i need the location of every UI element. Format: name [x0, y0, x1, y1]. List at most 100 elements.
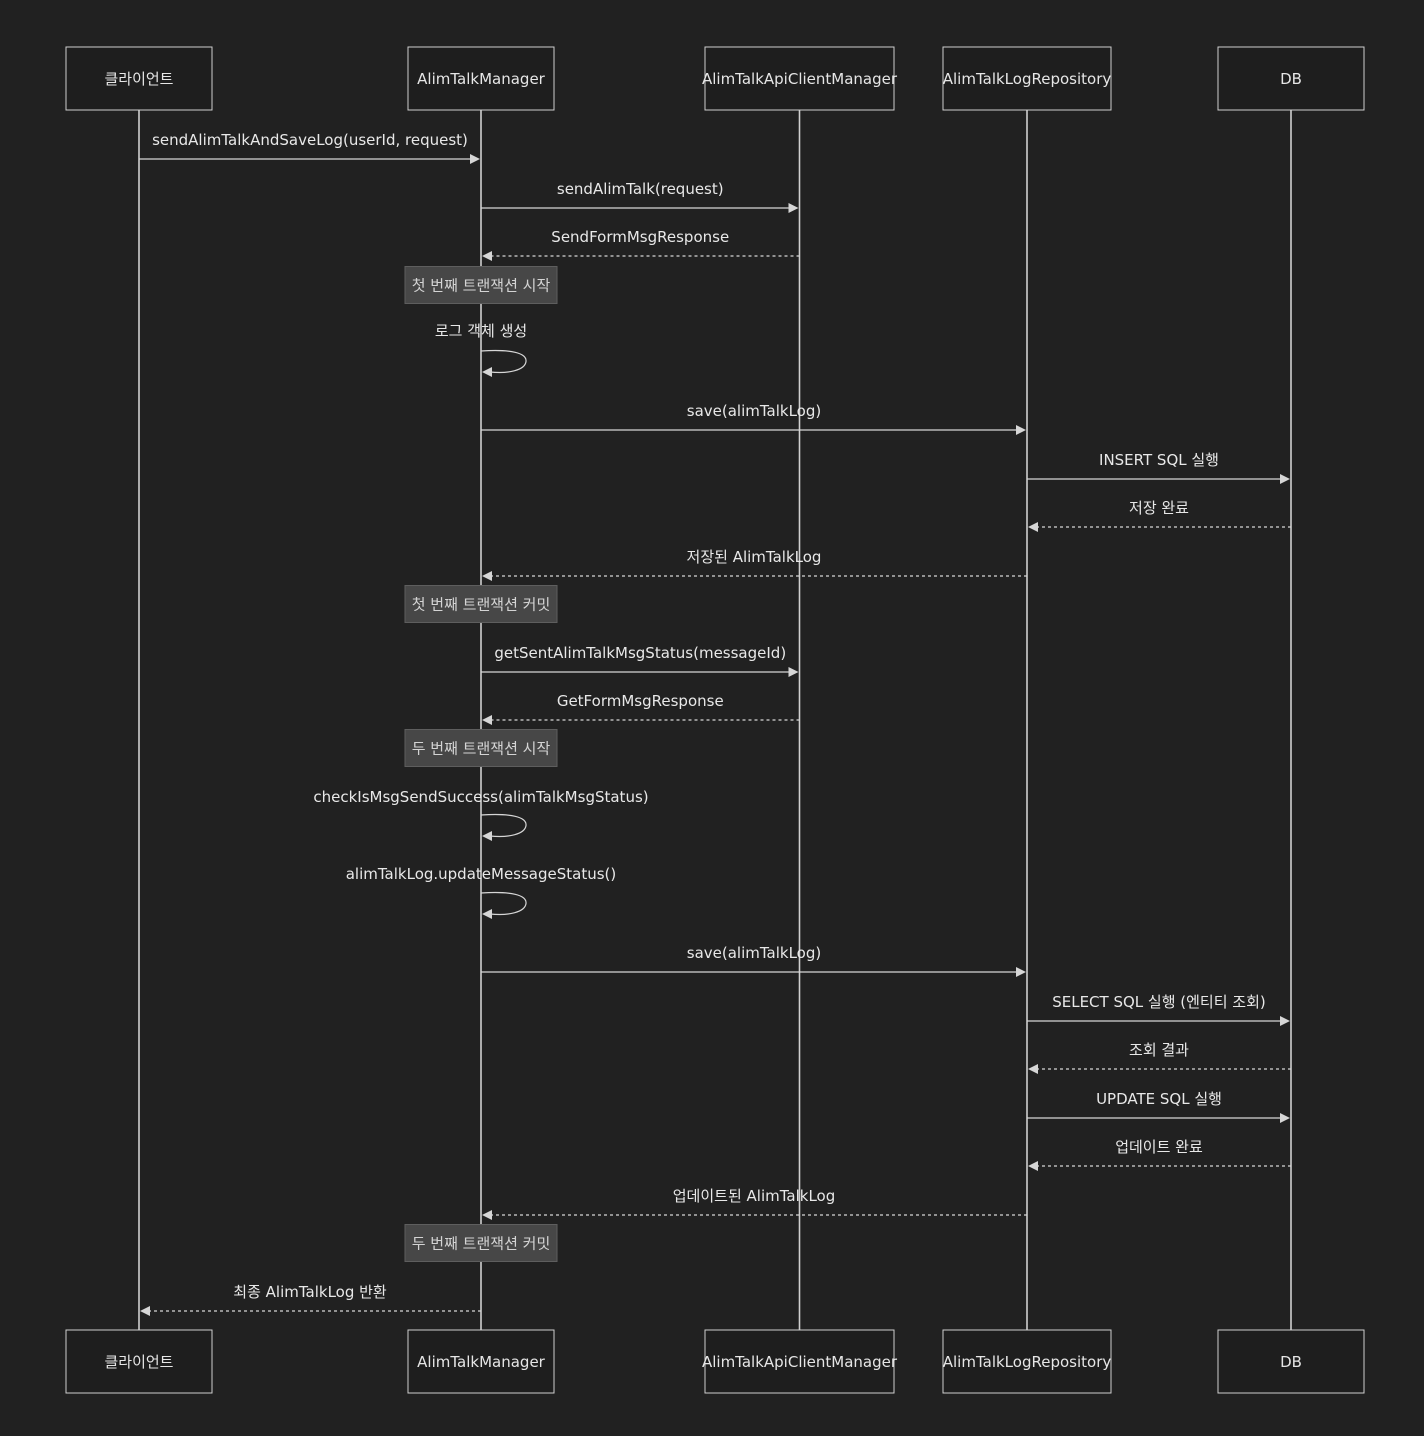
arrowhead	[470, 154, 480, 164]
message-label: 저장 완료	[1129, 499, 1189, 517]
actor-label: AlimTalkManager	[417, 70, 546, 88]
message-label: getSentAlimTalkMsgStatus(messageId)	[494, 644, 786, 662]
message-label: GetFormMsgResponse	[557, 692, 724, 710]
arrowhead	[1016, 967, 1026, 977]
message-label: sendAlimTalkAndSaveLog(userId, request)	[152, 131, 468, 149]
arrowhead	[1028, 522, 1038, 532]
arrowhead	[482, 1210, 492, 1220]
actor-box	[65, 46, 213, 111]
message: SELECT SQL 실행 (엔티티 조회)	[1027, 993, 1290, 1026]
message-label: 업데이트 완료	[1115, 1138, 1203, 1156]
message-label: SELECT SQL 실행 (엔티티 조회)	[1052, 993, 1266, 1011]
arrowhead	[1280, 474, 1290, 484]
actor-manager-top: AlimTalkManager	[407, 46, 555, 111]
note-label: 첫 번째 트랜잭션 커밋	[412, 596, 551, 614]
self-arrow	[480, 349, 527, 374]
transaction-note: 첫 번째 트랜잭션 시작	[404, 266, 558, 304]
message: SendFormMsgResponse	[482, 228, 800, 261]
message: INSERT SQL 실행	[1027, 451, 1290, 484]
arrowhead	[140, 1306, 150, 1316]
note-box	[404, 1224, 558, 1262]
actor-box	[407, 1329, 555, 1394]
arrowhead	[482, 909, 492, 919]
actor-box	[1217, 46, 1365, 111]
actor-label: AlimTalkLogRepository	[943, 1353, 1112, 1371]
actor-box	[1217, 1329, 1365, 1394]
actor-box	[65, 1329, 213, 1394]
message-label: save(alimTalkLog)	[687, 944, 821, 962]
message: save(alimTalkLog)	[481, 402, 1026, 435]
arrowhead	[482, 571, 492, 581]
arrowhead	[788, 203, 799, 213]
message-label: 로그 객체 생성	[435, 322, 527, 340]
actor-label: DB	[1280, 70, 1302, 88]
message-label: checkIsMsgSendSuccess(alimTalkMsgStatus)	[313, 788, 648, 806]
arrowhead	[1028, 1161, 1038, 1171]
message-label: 조회 결과	[1129, 1041, 1189, 1059]
actor-box	[942, 1329, 1112, 1394]
arrowhead	[1016, 425, 1026, 435]
message-label: 저장된 AlimTalkLog	[687, 548, 822, 566]
message-label: INSERT SQL 실행	[1099, 451, 1219, 469]
message-label: sendAlimTalk(request)	[557, 180, 724, 198]
message-label: 최종 AlimTalkLog 반환	[233, 1283, 387, 1301]
self-arrow	[480, 891, 527, 916]
actor-box	[942, 46, 1112, 111]
actor-client-bottom: 클라이언트	[65, 1329, 213, 1394]
transaction-note: 두 번째 트랜잭션 커밋	[404, 1224, 558, 1262]
arrowhead	[482, 831, 492, 841]
arrowhead	[1280, 1113, 1290, 1123]
arrowhead	[482, 251, 492, 261]
message: getSentAlimTalkMsgStatus(messageId)	[481, 644, 799, 677]
actor-box	[704, 1329, 895, 1394]
note-label: 두 번째 트랜잭션 시작	[412, 740, 551, 758]
transaction-note: 첫 번째 트랜잭션 커밋	[404, 585, 558, 623]
message-label: alimTalkLog.updateMessageStatus()	[346, 865, 617, 883]
message-label: UPDATE SQL 실행	[1096, 1090, 1222, 1108]
arrowhead	[788, 667, 799, 677]
message: save(alimTalkLog)	[481, 944, 1026, 977]
message: GetFormMsgResponse	[482, 692, 800, 725]
message: sendAlimTalkAndSaveLog(userId, request)	[139, 131, 480, 164]
arrowhead	[1028, 1064, 1038, 1074]
actor-label: AlimTalkApiClientManager	[702, 1353, 898, 1371]
arrowhead	[482, 367, 492, 377]
actor-repo-top: AlimTalkLogRepository	[942, 46, 1112, 111]
self-message: alimTalkLog.updateMessageStatus()	[346, 865, 617, 919]
message: UPDATE SQL 실행	[1027, 1090, 1290, 1123]
self-arrow	[480, 813, 527, 838]
transaction-note: 두 번째 트랜잭션 시작	[404, 729, 558, 767]
note-box	[404, 729, 558, 767]
actor-api-bottom: AlimTalkApiClientManager	[702, 1329, 898, 1394]
arrowhead	[1280, 1016, 1290, 1026]
actor-box	[704, 46, 895, 111]
message: 저장된 AlimTalkLog	[482, 548, 1027, 581]
note-label: 첫 번째 트랜잭션 시작	[412, 277, 551, 295]
arrowhead	[482, 715, 492, 725]
actor-box	[407, 46, 555, 111]
message-label: 업데이트된 AlimTalkLog	[673, 1187, 836, 1205]
actor-label: AlimTalkApiClientManager	[702, 70, 898, 88]
actor-db-top: DB	[1217, 46, 1365, 111]
message-label: save(alimTalkLog)	[687, 402, 821, 420]
note-label: 두 번째 트랜잭션 커밋	[412, 1235, 551, 1253]
message: 업데이트 완료	[1028, 1138, 1291, 1171]
message: 최종 AlimTalkLog 반환	[140, 1283, 481, 1316]
note-box	[404, 266, 558, 304]
actor-label: 클라이언트	[104, 70, 173, 88]
message-label: SendFormMsgResponse	[551, 228, 729, 246]
actor-api-top: AlimTalkApiClientManager	[702, 46, 898, 111]
self-message: 로그 객체 생성	[435, 322, 527, 377]
actor-label: AlimTalkLogRepository	[943, 70, 1112, 88]
message: 업데이트된 AlimTalkLog	[482, 1187, 1027, 1220]
self-message: checkIsMsgSendSuccess(alimTalkMsgStatus)	[313, 788, 649, 841]
actor-manager-bottom: AlimTalkManager	[407, 1329, 555, 1394]
message: 저장 완료	[1028, 499, 1291, 532]
actor-label: 클라이언트	[104, 1353, 173, 1371]
message: sendAlimTalk(request)	[481, 180, 799, 213]
actor-label: DB	[1280, 1353, 1302, 1371]
message: 조회 결과	[1028, 1041, 1291, 1074]
actor-label: AlimTalkManager	[417, 1353, 546, 1371]
actor-repo-bottom: AlimTalkLogRepository	[942, 1329, 1112, 1394]
